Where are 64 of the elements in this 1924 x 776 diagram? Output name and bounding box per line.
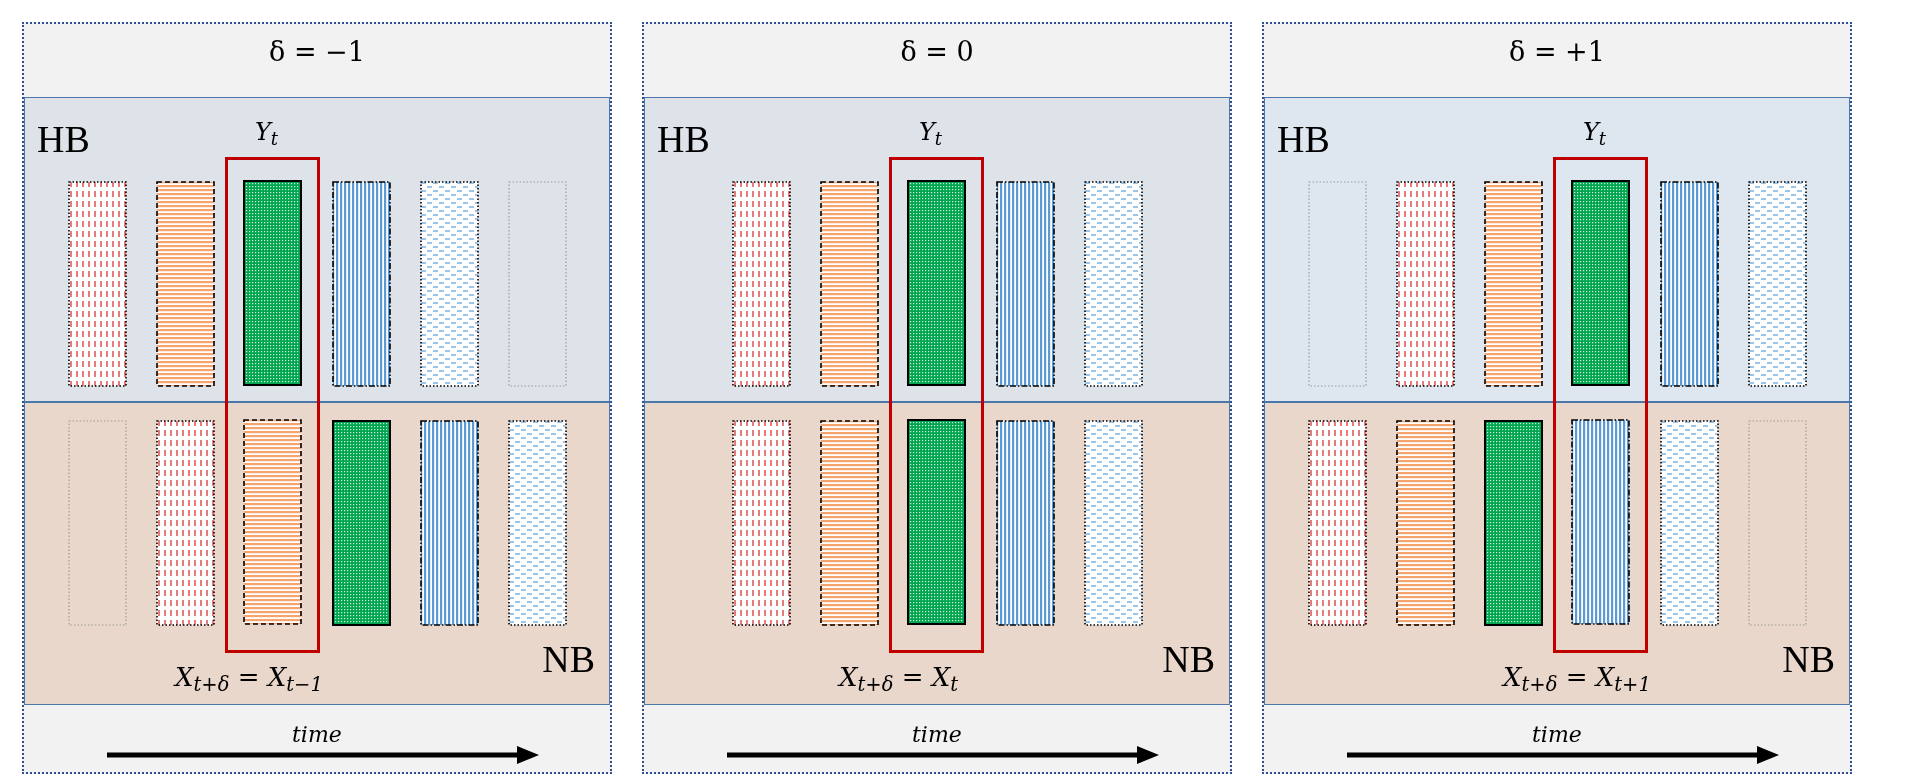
bar (508, 420, 567, 626)
bar (420, 420, 479, 626)
bar (1084, 181, 1143, 387)
bar (820, 181, 879, 387)
bar (1748, 181, 1807, 387)
bar (1308, 181, 1367, 387)
bar (907, 180, 966, 386)
bar (1571, 419, 1630, 625)
panel-title: δ = +1 (1508, 38, 1606, 65)
panel-title: δ = 0 (899, 38, 975, 65)
input-label: X$_{t+δ}$ = X$_{t+1}$ (1503, 664, 1651, 690)
bar (332, 420, 391, 626)
band (1264, 402, 1850, 705)
bar (243, 180, 302, 386)
bar (1084, 420, 1143, 626)
highlight-frame (889, 157, 984, 653)
bar (996, 181, 1055, 387)
band-label: HB (657, 120, 710, 158)
panel (642, 22, 1232, 774)
bar (156, 420, 215, 626)
bar (732, 420, 791, 626)
bar (1660, 420, 1719, 626)
bar (1571, 180, 1630, 386)
axis-label: time (1532, 724, 1582, 746)
bar (68, 420, 127, 626)
bar (996, 420, 1055, 626)
band-label: NB (1162, 640, 1215, 678)
bar (1396, 181, 1455, 387)
bar (332, 181, 391, 387)
band (24, 402, 610, 705)
bar (508, 181, 567, 387)
bar (1308, 420, 1367, 626)
output-label: Y$_{t}$ (255, 120, 279, 144)
band (644, 97, 1230, 402)
bar (68, 181, 127, 387)
output-label: Y$_{t}$ (1583, 120, 1607, 144)
band-label: NB (1782, 640, 1835, 678)
bar (1396, 420, 1455, 626)
bar (907, 419, 966, 625)
band-label: HB (1277, 120, 1330, 158)
band-label: HB (37, 120, 90, 158)
bar (156, 181, 215, 387)
output-label: Y$_{t}$ (919, 120, 943, 144)
input-label: X$_{t+δ}$ = X$_{t}$ (839, 664, 959, 690)
bar (243, 419, 302, 625)
input-label: X$_{t+δ}$ = X$_{t−1}$ (175, 664, 323, 690)
bar (1660, 181, 1719, 387)
bar (1484, 181, 1543, 387)
band (1264, 97, 1850, 402)
axis-label: time (292, 724, 342, 746)
panel (22, 22, 612, 774)
bar (1748, 420, 1807, 626)
highlight-frame (1553, 157, 1648, 653)
panel (1262, 22, 1852, 774)
band (24, 97, 610, 402)
highlight-frame (225, 157, 320, 653)
axis-label: time (912, 724, 962, 746)
bar (420, 181, 479, 387)
bar (820, 420, 879, 626)
band (644, 402, 1230, 705)
band-label: NB (542, 640, 595, 678)
bar (732, 181, 791, 387)
panel-title: δ = −1 (268, 38, 366, 65)
bar (1484, 420, 1543, 626)
